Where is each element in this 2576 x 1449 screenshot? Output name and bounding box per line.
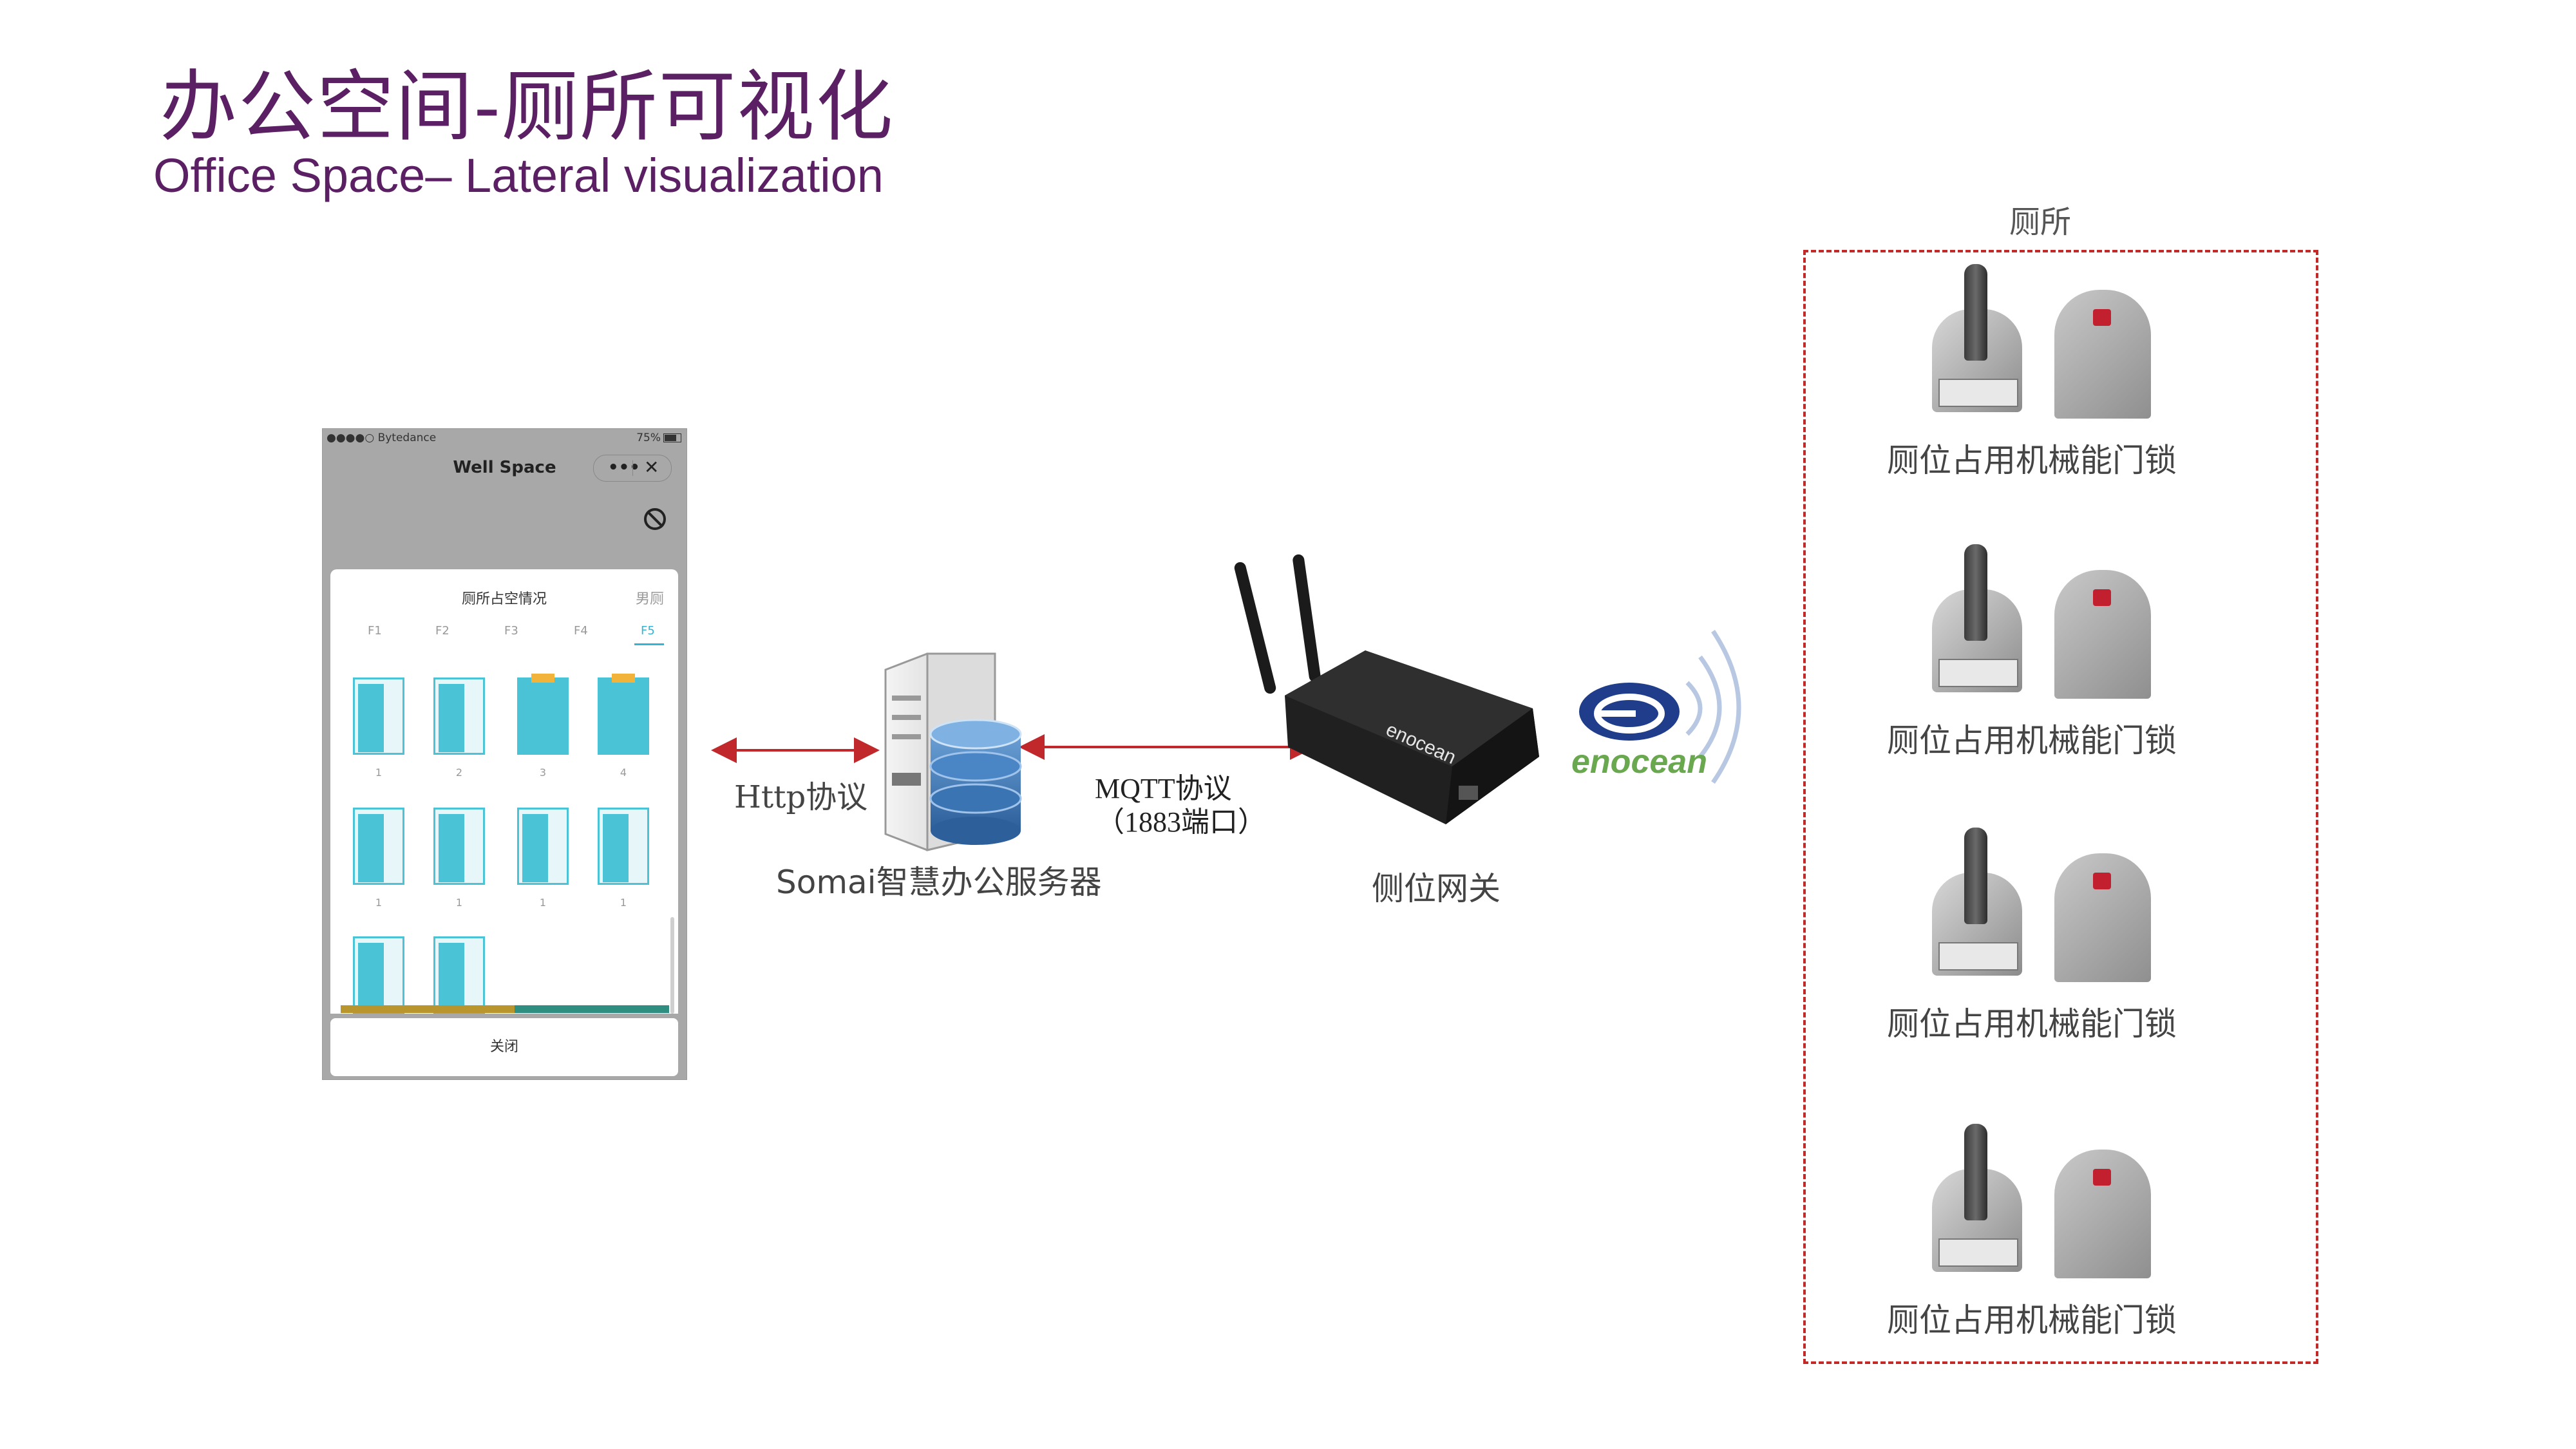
close-icon[interactable]: ✕ (644, 457, 659, 478)
app-title: Well Space (453, 458, 556, 477)
mqtt-port-label: （1883端口） (1096, 806, 1266, 838)
floor-tabs: F1 F2 F3 F4 F5 (330, 624, 678, 650)
sheet-title: 厕所占空情况 (461, 591, 547, 607)
tab-floor-3[interactable]: F3 (504, 624, 518, 638)
mqtt-protocol-label: MQTT协议 (1095, 773, 1232, 804)
tab-floor-5[interactable]: F5 (641, 624, 655, 638)
database-icon (929, 719, 1022, 845)
door-lock-icon (1932, 1124, 2202, 1278)
gender-tag[interactable]: 男厕 (635, 591, 664, 607)
door-lock-icon (1932, 264, 2202, 419)
toilet-area-box (1803, 250, 2318, 1364)
enocean-logo: enocean (1571, 630, 1741, 784)
stall-item-occupied[interactable]: 4 (598, 674, 649, 779)
stall-item[interactable]: 2 (433, 677, 485, 779)
stall-item[interactable] (353, 936, 404, 1014)
lock-label: 厕位占用机械能门锁 (1887, 442, 2177, 479)
http-protocol-label: Http协议 (734, 779, 868, 815)
door-lock-icon (1932, 828, 2202, 982)
stall-item[interactable] (433, 936, 485, 1014)
scrollbar[interactable] (670, 917, 674, 1014)
no-entry-icon[interactable] (642, 506, 668, 532)
lock-label: 厕位占用机械能门锁 (1887, 722, 2177, 759)
stall-item[interactable]: 1 (353, 677, 404, 779)
stall-item-occupied[interactable]: 3 (517, 674, 569, 779)
stall-item[interactable]: 1 (433, 808, 485, 909)
toilet-status-sheet: 厕所占空情况 男厕 F1 F2 F3 F4 F5 1 2 3 4 1 1 1 1 (330, 569, 678, 1014)
toilet-area-label: 厕所 (2009, 204, 2072, 240)
lock-label: 厕位占用机械能门锁 (1887, 1005, 2177, 1043)
tab-floor-1[interactable]: F1 (368, 624, 382, 638)
enocean-logo-text: enocean (1571, 743, 1707, 781)
capsule-menu[interactable]: ••• ✕ (593, 455, 672, 482)
page-title: 办公空间-厕所可视化 (160, 62, 895, 152)
stall-item[interactable]: 1 (598, 808, 649, 909)
status-bars (341, 1005, 669, 1013)
door-lock-icon (1932, 544, 2202, 699)
close-button[interactable]: 关闭 (330, 1018, 678, 1076)
status-battery-text: 75% (636, 431, 661, 444)
more-icon[interactable]: ••• (608, 458, 640, 477)
tab-floor-4[interactable]: F4 (574, 624, 588, 638)
page-subtitle: Office Space– Lateral visualization (153, 149, 884, 202)
phone-screenshot: ●●●●○ Bytedance 75% Well Space ••• ✕ 厕所占… (322, 428, 687, 1080)
stall-item[interactable]: 1 (517, 808, 569, 909)
lock-label: 厕位占用机械能门锁 (1887, 1302, 2177, 1339)
gateway-label: 侧位网关 (1372, 870, 1501, 907)
gateway-device-icon: enocean (1234, 554, 1539, 824)
stall-item[interactable]: 1 (353, 808, 404, 909)
active-tab-indicator (634, 643, 664, 645)
server-label: Somai智慧办公服务器 (776, 864, 1102, 901)
capsule-divider (632, 460, 633, 476)
battery-icon (663, 433, 681, 442)
tab-floor-2[interactable]: F2 (435, 624, 450, 638)
status-bar: ●●●●○ Bytedance 75% (323, 429, 687, 447)
status-carrier: ●●●●○ Bytedance (327, 431, 437, 444)
